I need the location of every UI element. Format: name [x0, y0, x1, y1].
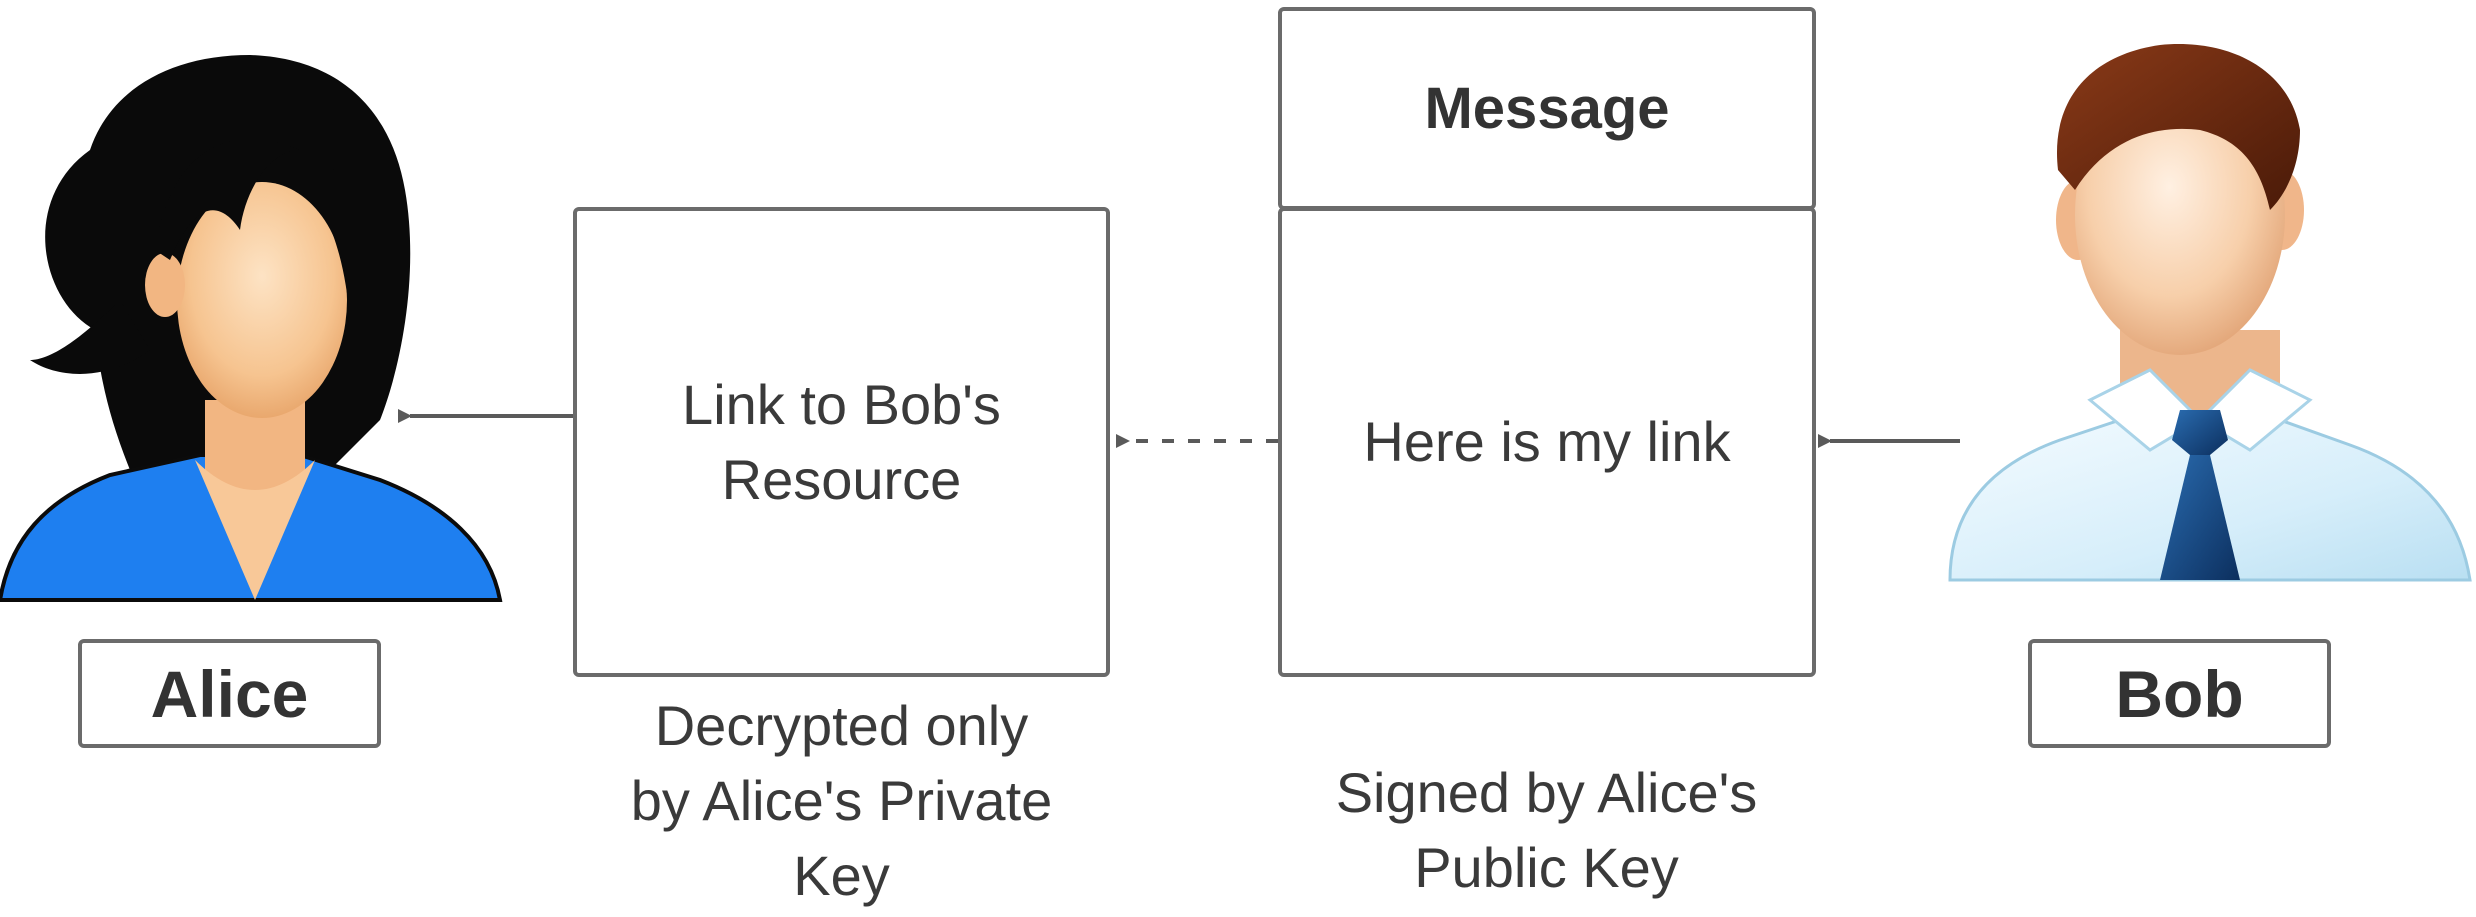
bob-label: Bob — [2115, 656, 2244, 731]
alice-label: Alice — [150, 656, 309, 731]
decrypt-caption: Decrypted only by Alice's Private Key — [630, 694, 1053, 908]
female-user-avatar-icon — [0, 55, 503, 602]
message-body-text: Here is my link — [1363, 410, 1731, 474]
signed-caption: Signed by Alice's Public Key — [1335, 761, 1758, 900]
link-resource-box: Link to Bob's Resource — [573, 207, 1110, 677]
bob-label-box: Bob — [2028, 639, 2331, 748]
male-user-avatar-icon — [1948, 44, 2472, 582]
link-resource-text: Link to Bob's Resource — [682, 372, 1001, 511]
message-body-box: Here is my link — [1278, 207, 1816, 677]
alice-label-box: Alice — [78, 639, 381, 748]
message-header-text: Message — [1424, 76, 1670, 141]
message-header-box: Message — [1278, 7, 1816, 210]
